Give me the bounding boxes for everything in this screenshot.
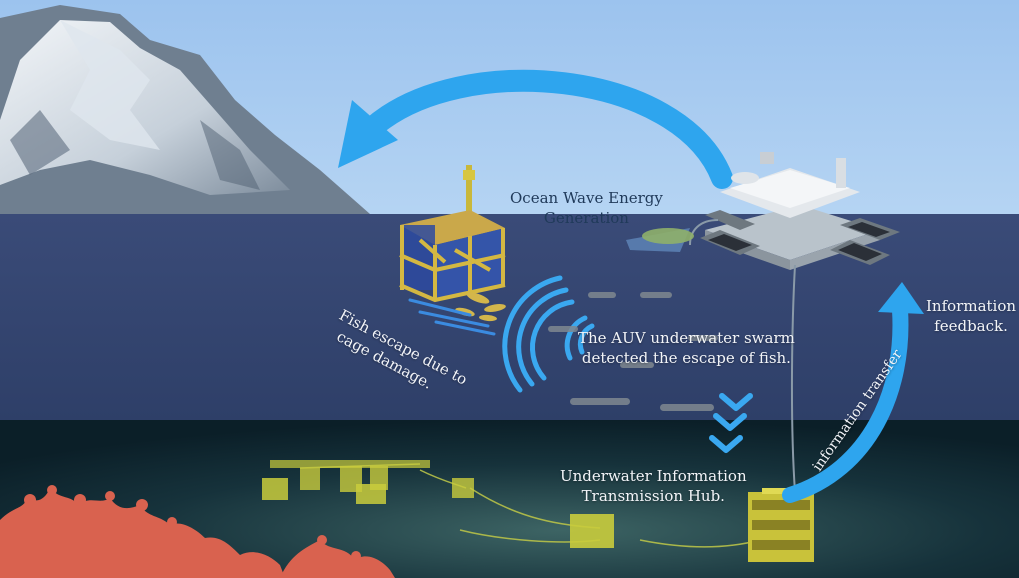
energy-island-icon [642, 228, 694, 244]
hub-label-line1: Underwater Information [560, 467, 747, 485]
information-transfer-arrow [782, 282, 924, 503]
auv-icon [640, 292, 672, 298]
hub-label: Underwater Information Transmission Hub. [560, 466, 747, 506]
wave-energy-platform-icon [700, 152, 900, 270]
mountain-icon [0, 5, 370, 214]
wave-energy-label: Ocean Wave Energy Generation [510, 188, 663, 228]
wave-energy-label-line2: Generation [543, 209, 629, 227]
auv-icon [660, 404, 714, 411]
transmission-hub-icon [748, 488, 814, 562]
auv-detection-label-line2: detected the escape of fish. [581, 349, 791, 367]
auv-swarm [548, 292, 718, 411]
information-feedback-label: Information feedback. [926, 296, 1016, 336]
auv-icon [588, 292, 616, 298]
chevron-down-icon [709, 393, 753, 453]
auv-signal-arcs [502, 275, 595, 393]
seafloor-structures [262, 460, 614, 548]
hub-label-line2: Transmission Hub. [581, 487, 725, 505]
auv-icon [570, 398, 630, 405]
fish-cage-icon [399, 165, 506, 303]
information-feedback-label-line1: Information [926, 297, 1017, 315]
auv-detection-label-line1: The AUV underwater swarm [578, 329, 795, 347]
platform-cable [790, 264, 796, 493]
auv-icon [548, 326, 578, 332]
escape-trail-lines [408, 298, 496, 336]
information-feedback-label-line2: feedback. [934, 317, 1008, 335]
auv-icon [688, 335, 718, 341]
wave-energy-label-line1: Ocean Wave Energy [510, 189, 663, 207]
auv-icon [620, 362, 654, 368]
wave-energy-flow-arrow [338, 69, 733, 189]
platform-hose [689, 219, 719, 246]
coral-icon [0, 485, 395, 578]
auv-detection-label: The AUV underwater swarm detected the es… [578, 328, 795, 368]
